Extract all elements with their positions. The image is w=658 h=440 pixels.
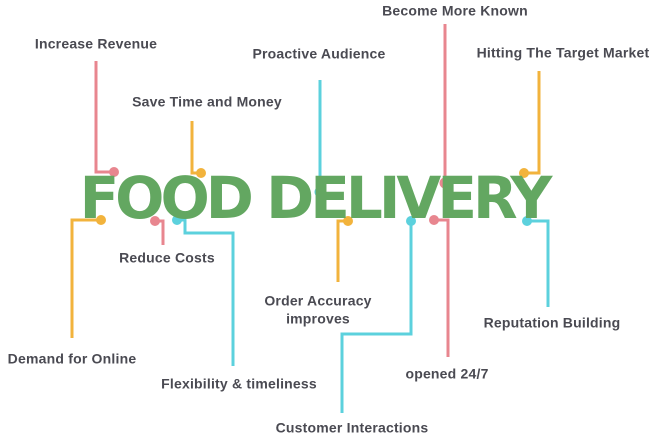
dot-order-accuracy: [343, 216, 353, 226]
label-reduce-costs: Reduce Costs: [119, 249, 215, 266]
dot-flexibility-timeliness: [172, 215, 182, 225]
connector-reputation-building: [530, 219, 550, 307]
dot-opened-247: [429, 215, 439, 225]
label-flexibility-timeliness: Flexibility & timeliness: [161, 375, 317, 392]
label-hitting-target-market: Hitting The Target Market: [476, 44, 650, 61]
dot-demand-for-online: [96, 215, 106, 225]
dot-become-more-known: [439, 177, 451, 189]
dot-proactive-audience: [314, 186, 326, 198]
connector-demand-for-online: [70, 218, 97, 338]
dot-reputation-building: [522, 216, 532, 226]
connector-order-accuracy: [336, 219, 345, 282]
connector-hitting-target-market: [528, 71, 541, 175]
dot-customer-interactions: [406, 216, 416, 226]
label-increase-revenue: Increase Revenue: [34, 35, 158, 52]
label-reputation-building: Reputation Building: [483, 314, 621, 331]
connector-customer-interactions: [340, 224, 413, 413]
connector-opened-247: [437, 218, 450, 357]
connector-flexibility-timeliness: [179, 218, 235, 366]
page-title: FOOD DELIVERY: [79, 164, 553, 232]
connector-increase-revenue: [94, 61, 110, 174]
dot-save-time-money: [196, 168, 206, 178]
label-customer-interactions: Customer Interactions: [275, 419, 429, 436]
dot-increase-revenue: [109, 167, 119, 177]
label-order-accuracy-improves: Order Accuracy improves: [264, 292, 372, 327]
label-opened-24-7: opened 24/7: [405, 365, 489, 382]
dot-hitting-target-market: [519, 168, 529, 178]
label-proactive-audience: Proactive Audience: [252, 45, 386, 62]
label-become-more-known: Become More Known: [382, 2, 528, 19]
dot-reduce-costs: [150, 216, 160, 226]
connector-save-time-money: [190, 121, 197, 175]
label-demand-for-online: Demand for Online: [7, 350, 137, 367]
label-save-time-and-money: Save Time and Money: [132, 93, 282, 110]
